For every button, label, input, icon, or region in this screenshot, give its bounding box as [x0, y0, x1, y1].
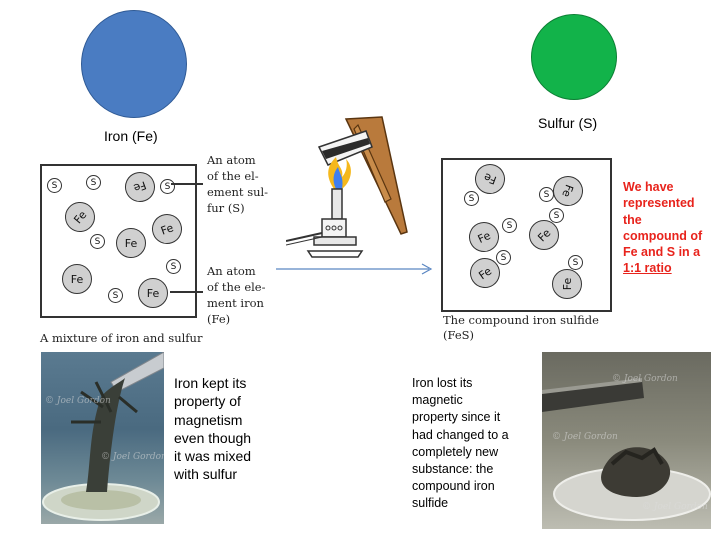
iron-atom: Fe	[58, 195, 102, 239]
sulfur-atom: S	[496, 250, 511, 265]
sulfur-pointer-line	[171, 183, 203, 185]
iron-pointer-line	[170, 291, 203, 293]
iron-atom: Fe	[116, 228, 146, 258]
ratio-note: We have represented the compound of Fe a…	[623, 180, 703, 276]
iron-sulfide-photo: © Joel Gordon © Joel Gordon © Joel Gordo…	[542, 352, 711, 529]
mixture-caption: A mixture of iron and sulfur	[40, 331, 203, 345]
mixture-box: S S Fe S Fe S Fe Fe Fe S S Fe	[40, 164, 197, 318]
photo-watermark: © Joel Gordon	[552, 432, 618, 442]
photo-watermark: © Joel Gordon	[45, 396, 111, 406]
sulfur-atom: S	[86, 175, 101, 190]
compound-caption: The compound iron sulfide (FeS)	[443, 313, 599, 342]
sulfur-atom: S	[464, 191, 479, 206]
photo-watermark: © Joel Gordon	[101, 452, 164, 462]
iron-atom: Fe	[138, 278, 168, 308]
photo-watermark: © Joel Gordon	[612, 374, 678, 384]
sulfur-atom-circle	[531, 14, 617, 100]
sulfur-atom: S	[502, 218, 517, 233]
sulfur-atom-note: An atom of the el- ement sul- fur (S)	[207, 153, 269, 215]
iron-label: Iron (Fe)	[104, 128, 158, 144]
reaction-arrow	[276, 263, 433, 275]
compound-box: Fe S S Fe S S Fe Fe S Fe S Fe	[441, 158, 612, 312]
iron-atom: Fe	[147, 209, 187, 249]
sulfur-atom: S	[549, 208, 564, 223]
iron-atom-circle	[81, 10, 187, 118]
sulfur-atom: S	[90, 234, 105, 249]
sulfur-atom: S	[47, 178, 62, 193]
crucible-icon	[317, 130, 373, 166]
flame-icon	[328, 157, 351, 189]
sulfur-atom: S	[160, 179, 175, 194]
iron-atom: Fe	[120, 167, 160, 207]
iron-atom: Fe	[548, 171, 588, 211]
bunsen-burner-illustration	[286, 116, 408, 258]
iron-sulfide-text: Iron lost its magnetic property since it…	[412, 376, 509, 511]
iron-atom-note: An atom of the ele- ment iron (Fe)	[207, 264, 266, 326]
iron-magnet-photo: © Joel Gordon © Joel Gordon	[41, 352, 164, 524]
iron-atom: Fe	[62, 264, 92, 294]
sulfur-atom: S	[539, 187, 554, 202]
burner-icon	[286, 188, 364, 258]
sulfur-atom: S	[166, 259, 181, 274]
photo-watermark: © Joel Gordon	[642, 502, 708, 512]
sulfur-atom: S	[108, 288, 123, 303]
sulfur-atom: S	[568, 255, 583, 270]
iron-atom: Fe	[552, 269, 582, 299]
iron-magnet-text: Iron kept its property of magnetism even…	[174, 375, 252, 483]
sulfur-label: Sulfur (S)	[538, 115, 598, 131]
